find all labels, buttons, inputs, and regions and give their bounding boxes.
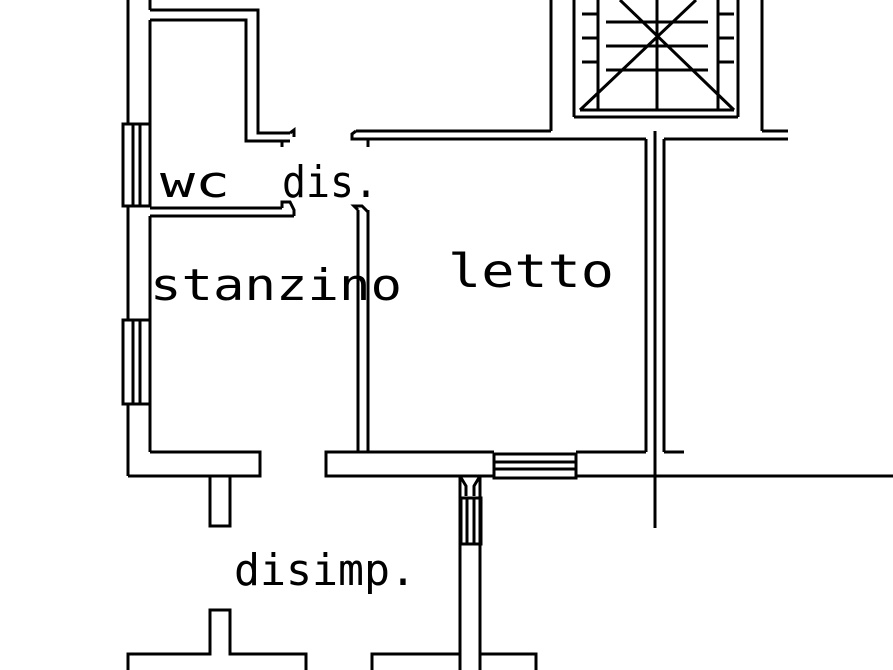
room-label-wc: wc bbox=[160, 157, 230, 208]
left-exterior-wall bbox=[126, 0, 152, 476]
window-disimp bbox=[459, 496, 483, 546]
window-wc bbox=[121, 122, 152, 208]
stairwell bbox=[572, 0, 740, 119]
window-stanzino bbox=[121, 318, 152, 406]
wc-walls bbox=[150, 8, 296, 218]
bottom-walls bbox=[126, 608, 538, 670]
room-label-stanzino: stanzino bbox=[150, 260, 402, 311]
room-label-disimp: disimp. bbox=[234, 545, 416, 596]
right-walls bbox=[576, 0, 893, 528]
letto-walls bbox=[350, 137, 648, 452]
window-letto bbox=[492, 452, 578, 480]
room-label-letto: letto bbox=[448, 244, 614, 298]
room-label-dis: dis. bbox=[282, 157, 378, 208]
upper-partition bbox=[350, 0, 553, 147]
